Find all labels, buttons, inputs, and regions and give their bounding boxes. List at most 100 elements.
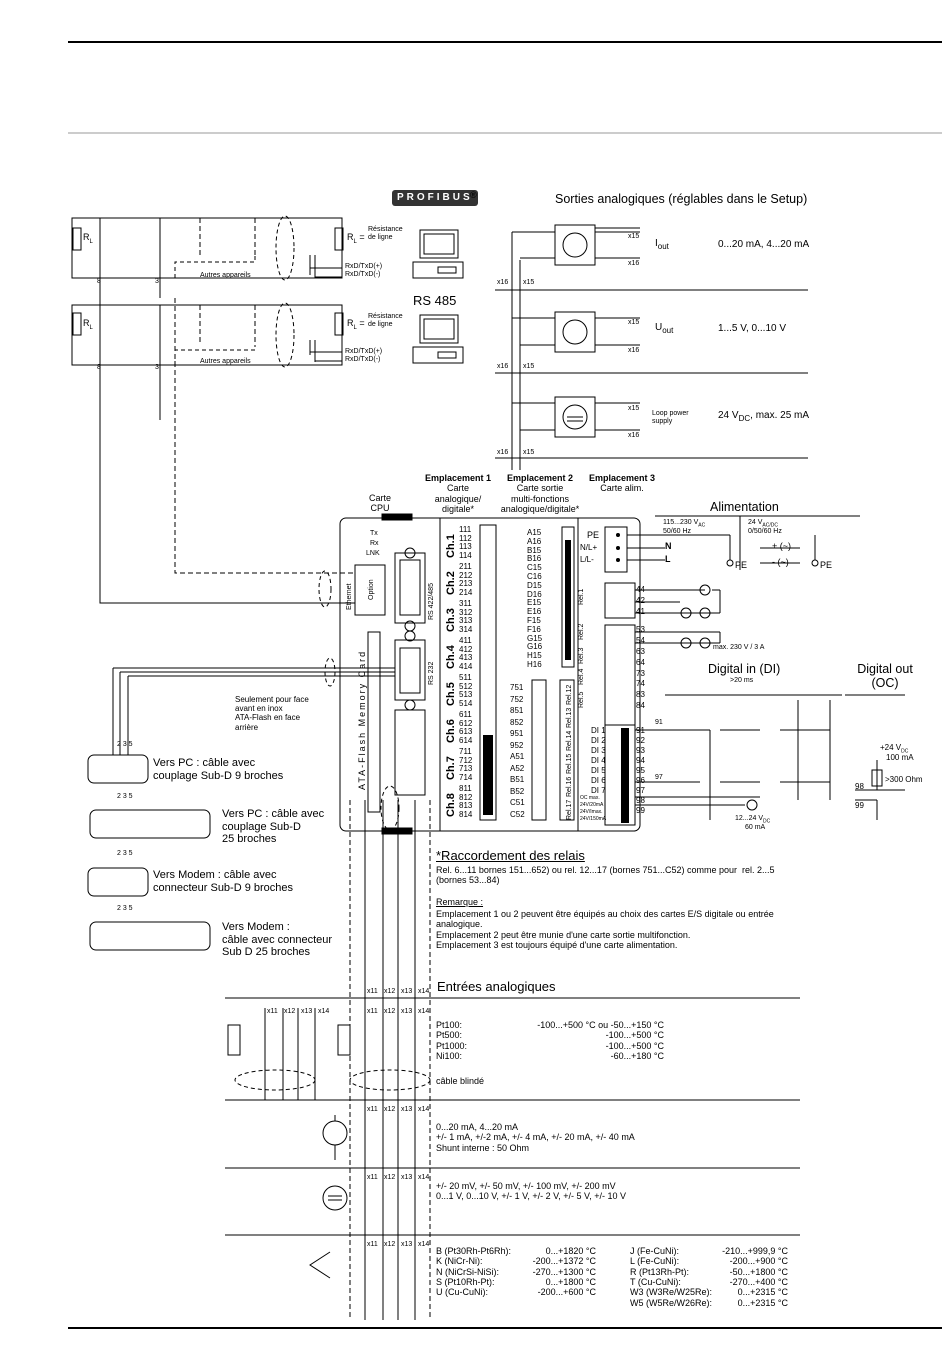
x-terminal-label: x13 bbox=[401, 988, 413, 995]
profibus-logo: PROFIBUS bbox=[392, 190, 478, 206]
channel-terminal: 612 bbox=[459, 718, 473, 728]
power-n: N bbox=[665, 541, 672, 551]
row-name: W3 (W3Re/W25Re): bbox=[630, 1287, 713, 1298]
channel-terminal: 411 bbox=[459, 636, 472, 645]
term-3-1: 3 bbox=[155, 278, 159, 285]
x16-b: x16 bbox=[497, 279, 509, 286]
row-name: K (NiCr-Ni): bbox=[436, 1256, 483, 1267]
slot2-terminal: A16 bbox=[527, 536, 542, 546]
relay-rating: max. 230 V / 3 A bbox=[713, 644, 765, 651]
relay-label: Rel.5 bbox=[578, 691, 585, 708]
channel-terminal: 811 bbox=[459, 784, 472, 793]
power-ac-freq: 50/60 Hz bbox=[663, 528, 692, 535]
slot2-relay-terminal: A52 bbox=[510, 763, 525, 773]
face-note: Seulement pour face avant en inox ATA-Fl… bbox=[235, 695, 309, 732]
relay-terminal: 53 bbox=[636, 625, 645, 635]
relay-terminal: 83 bbox=[636, 690, 645, 700]
pc-cable-4: Vers Modem : câble avec connecteur Sub D… bbox=[222, 921, 333, 959]
slot2-relay-terminal: 751 bbox=[510, 683, 524, 692]
outputs-title: Sorties analogiques (réglables dans le S… bbox=[555, 192, 808, 206]
shield-label: câble blindé bbox=[436, 1076, 485, 1086]
doc-i: 100 mA bbox=[886, 753, 914, 762]
table-row: L (Fe-CuNi):-200...+900 °C bbox=[630, 1256, 788, 1266]
power-nl: N/L+ bbox=[580, 543, 598, 552]
relay-terminal: 64 bbox=[636, 657, 645, 667]
x16-e: x16 bbox=[628, 432, 640, 439]
channel-terminal: 214 bbox=[459, 587, 473, 597]
x-terminal-label: x12 bbox=[384, 1174, 396, 1181]
row-range: -100...+500 °C bbox=[605, 1030, 664, 1041]
table-row: T (Cu-CuNi):-270...+400 °C bbox=[630, 1277, 788, 1287]
relay-note-body: Rel. 6...11 bornes 151...652) ou rel. 12… bbox=[436, 865, 775, 886]
power-pe-term: PE bbox=[587, 530, 600, 540]
slot2-rel-label: Rel.13 bbox=[566, 707, 573, 728]
x-terminal-label: x14 bbox=[318, 1008, 330, 1015]
x-terminal-label: x14 bbox=[418, 1106, 430, 1113]
row-range: -270...+400 °C bbox=[729, 1277, 788, 1288]
x-terminal-label: x11 bbox=[267, 1008, 278, 1015]
channel-terminal: 712 bbox=[459, 755, 473, 765]
power-minus: - (~) bbox=[772, 557, 789, 567]
table-row: J (Fe-CuNi):-210...+999,9 °C bbox=[630, 1246, 788, 1256]
inputs-title: Entrées analogiques bbox=[437, 979, 556, 994]
channel-terminal: 212 bbox=[459, 570, 473, 580]
power-pe-1: PE bbox=[735, 560, 748, 570]
channel-label: Ch.7 bbox=[445, 756, 457, 780]
di-terminal: 92 bbox=[636, 736, 645, 745]
current-ranges: 0...20 mA, 4...20 mA +/- 1 mA, +/-2 mA, … bbox=[436, 1122, 635, 1153]
out-u-desc: 1...5 V, 0...10 V bbox=[718, 323, 787, 334]
cpu-ata: ATA-Flash Memory Card bbox=[357, 649, 367, 790]
slot2-relay-terminal: 752 bbox=[510, 694, 524, 704]
out-loop-sym: Loop power supply bbox=[652, 410, 689, 426]
di-name: DI 7 bbox=[591, 786, 606, 795]
channel-terminal: 313 bbox=[459, 616, 473, 625]
di-terminal: 91 bbox=[636, 726, 645, 735]
row-range: -200...+900 °C bbox=[729, 1256, 788, 1267]
row-name: Pt1000: bbox=[436, 1040, 468, 1051]
channel-terminal: 112 bbox=[459, 533, 472, 543]
out-u-sym: Uout bbox=[655, 322, 674, 335]
rl-label-left-1: RL bbox=[83, 232, 93, 245]
line-resistance-1: Résistance de ligne bbox=[368, 226, 403, 242]
registered-mark: ® bbox=[470, 190, 477, 200]
out-i-desc: 0...20 mA, 4...20 mA bbox=[718, 239, 810, 250]
channel-terminal: 613 bbox=[459, 727, 473, 736]
power-ac: 115...230 VAC bbox=[663, 519, 706, 529]
x16-f: x16 bbox=[497, 449, 509, 456]
di-spec: OC max. bbox=[580, 795, 600, 801]
x16-d: x16 bbox=[497, 363, 509, 370]
channel-terminal: 514 bbox=[459, 698, 473, 708]
relay-terminal: 42 bbox=[636, 595, 645, 605]
table-row: S (Pt10Rh-Pt):0...+1800 °C bbox=[436, 1277, 596, 1287]
power-dc: 24 VAC/DC bbox=[748, 519, 778, 529]
pc-pins-3: 2 3 5 bbox=[117, 850, 133, 857]
x-terminal-label: x11 bbox=[367, 1174, 378, 1181]
row-name: B (Pt30Rh-Pt6Rh): bbox=[436, 1246, 512, 1256]
x-terminal-label: x13 bbox=[401, 1106, 413, 1113]
pc-pins-1: 2 3 5 bbox=[117, 741, 133, 748]
x-terminal-label: x14 bbox=[418, 1241, 430, 1248]
relay-terminal: 44 bbox=[636, 585, 645, 594]
relay-terminal: 84 bbox=[636, 701, 645, 710]
slot2-rel-label: Rel.14 bbox=[566, 730, 573, 751]
relay-label: Rel.4 bbox=[578, 668, 585, 685]
relay-terminal: 54 bbox=[636, 636, 645, 646]
slot2-terminal: A15 bbox=[527, 528, 542, 537]
row-range: -100...+500 °C ou -50...+150 °C bbox=[537, 1020, 664, 1030]
x-terminal-label: x12 bbox=[384, 1008, 396, 1015]
channel-terminal: 114 bbox=[459, 550, 472, 560]
out-loop-desc: 24 VDC, max. 25 mA bbox=[718, 410, 810, 423]
row-name: N (NiCrSi-NiSi): bbox=[436, 1266, 499, 1277]
rxd-plus-2: RxD/TxD(+) bbox=[345, 348, 383, 355]
slot2-relay-terminal: A51 bbox=[510, 752, 525, 761]
table-row: B (Pt30Rh-Pt6Rh):0...+1820 °C bbox=[436, 1246, 596, 1256]
x-terminal-label: x14 bbox=[418, 1008, 430, 1015]
term-8-2: 8 bbox=[97, 364, 101, 371]
row-range: 0...+2315 °C bbox=[737, 1297, 788, 1308]
relay-label: Rel.2 bbox=[578, 623, 585, 640]
channel-terminal: 111 bbox=[459, 525, 472, 534]
row-range: -60...+180 °C bbox=[610, 1051, 664, 1062]
di-spec: 24V/20mA bbox=[580, 802, 604, 808]
